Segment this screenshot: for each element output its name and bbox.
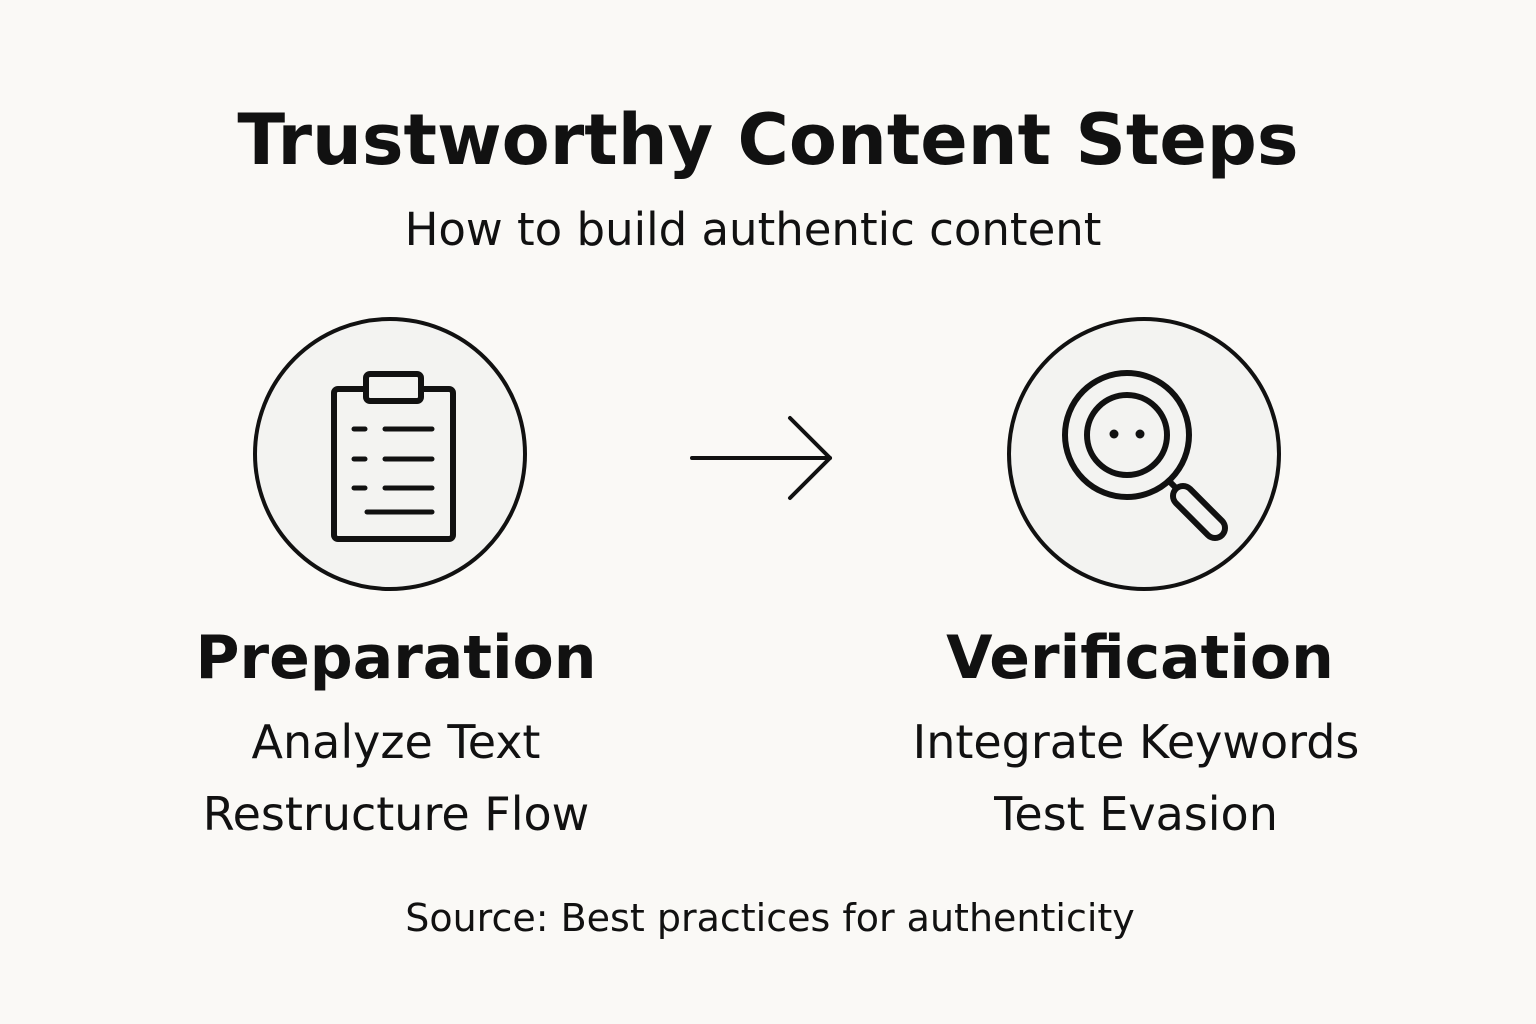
step-item: Test Evasion [994, 787, 1278, 841]
magnifying-glass-icon [1062, 370, 1228, 541]
arrow-right-icon [690, 416, 832, 500]
verification-circle [1007, 317, 1281, 591]
source-note: Source: Best practices for authenticity [405, 896, 1135, 940]
diagram-title: Trustworthy Content Steps [237, 99, 1299, 181]
preparation-circle [253, 317, 527, 591]
step-item: Restructure Flow [202, 787, 590, 841]
step-item: Analyze Text [251, 715, 541, 769]
step-item: Integrate Keywords [912, 715, 1360, 769]
diagram-subtitle: How to build authentic content [404, 203, 1102, 256]
step-heading-verification: Verification [946, 623, 1334, 693]
step-heading-preparation: Preparation [195, 623, 597, 693]
clipboard-icon [331, 371, 456, 542]
